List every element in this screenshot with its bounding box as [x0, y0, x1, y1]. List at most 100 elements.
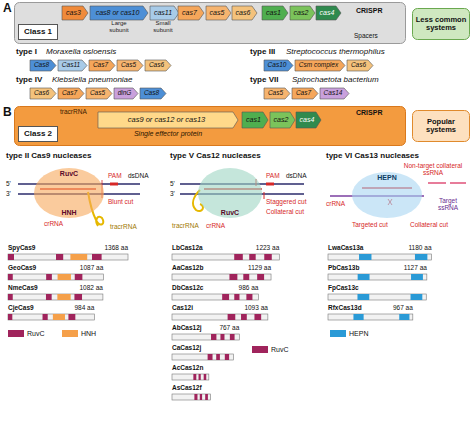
- label: 967 aa: [393, 304, 413, 311]
- gene-arrow: Cas6: [347, 60, 373, 71]
- label: tracrRNA: [110, 223, 137, 230]
- node-text: Cas8: [144, 90, 159, 97]
- legend-text: RuvC: [27, 330, 45, 337]
- label: type I: [16, 48, 37, 57]
- protein-bar: [172, 274, 271, 280]
- label: Klebsiella pneumoniae: [52, 76, 133, 85]
- gene-arrow: cas2: [270, 112, 295, 128]
- label: crRNA: [44, 220, 63, 227]
- class-box: Class 2: [18, 126, 58, 142]
- label: type VI Cas13 nucleases: [326, 152, 419, 161]
- nucleic-acid: [266, 183, 274, 186]
- label: type V Cas12 nucleases: [170, 152, 261, 161]
- node-text: cas6: [236, 9, 251, 16]
- node-text: Cas7: [296, 90, 311, 97]
- legend-item: RuvC: [8, 330, 45, 337]
- label: Small subunit: [148, 20, 178, 33]
- label: CRISPR: [356, 7, 382, 15]
- protein-bar: [8, 314, 94, 320]
- label: AaCas12b: [172, 264, 203, 271]
- node-text: cas3: [66, 9, 81, 16]
- domain: [222, 294, 229, 300]
- label: AcCas12n: [172, 364, 203, 371]
- domain: [56, 254, 63, 260]
- gene-arrow: cas9 or cas12 or cas13: [98, 112, 238, 128]
- gene-arrow: cas4: [296, 112, 321, 128]
- label: 3': [170, 190, 175, 197]
- label: AbCas12j: [172, 324, 202, 331]
- label: Collateral cut: [266, 208, 304, 215]
- legend-text: RuvC: [271, 346, 289, 353]
- domain: [199, 374, 201, 380]
- domain: [264, 254, 272, 260]
- node-text: cas9 or cas12 or cas13: [128, 116, 206, 124]
- gene-arrow: cas11: [150, 6, 179, 20]
- domain: [241, 314, 247, 320]
- gene-arrow: Cas5: [264, 88, 290, 99]
- gene-arrow: Csm complex: [295, 60, 345, 71]
- protein-bar: [328, 294, 426, 300]
- label: NmeCas9: [8, 284, 38, 291]
- node-text: dinG: [118, 90, 132, 97]
- node-text: Cas10: [268, 62, 287, 69]
- legend-swatch: [330, 330, 346, 337]
- protein-bar: [172, 254, 279, 260]
- label: LbCas12a: [172, 244, 203, 251]
- domain: [411, 294, 423, 300]
- node-text: Cas6: [149, 62, 164, 69]
- domain: [194, 394, 197, 400]
- protein-bar: [172, 334, 239, 340]
- label: 1180 aa: [408, 244, 431, 251]
- domain: [43, 314, 48, 320]
- legend-swatch: [252, 346, 268, 353]
- legend-swatch: [8, 330, 24, 337]
- gene-arrow: cas5: [206, 6, 231, 20]
- label: type VII: [250, 76, 278, 85]
- domain: [92, 254, 102, 260]
- gene-arrow: cas7: [178, 6, 204, 20]
- domain: [249, 254, 255, 260]
- label: 5': [170, 180, 175, 187]
- label: Cas12i: [172, 304, 193, 311]
- label: 1127 aa: [404, 264, 427, 271]
- label: A: [3, 2, 12, 15]
- gene-arrow: cas6: [232, 6, 257, 20]
- domain: [234, 294, 239, 300]
- gene-arrow: cas3: [62, 6, 88, 20]
- label: 1082 aa: [79, 284, 103, 291]
- system-box: Popular systems: [412, 110, 470, 142]
- node-text: Cas7: [62, 90, 77, 97]
- gene-arrow: Cas7: [89, 60, 115, 71]
- domain: [200, 394, 202, 400]
- domain: [68, 314, 75, 320]
- node-text: Cas11: [62, 62, 80, 69]
- protein-bar: [328, 254, 432, 260]
- label: crRNA: [206, 222, 225, 229]
- label: Staggered cut: [266, 198, 306, 205]
- domain: [8, 314, 12, 320]
- label: CRISPR: [356, 109, 382, 117]
- label: PAM: [266, 172, 280, 179]
- protein-blob: HEPN: [352, 172, 422, 218]
- node-text: cas4: [320, 9, 335, 16]
- domain: [70, 254, 87, 260]
- node-text: cas1: [246, 116, 261, 123]
- class-band: cas3cas8 or cas10cas11cas7cas5cas6cas1ca…: [14, 2, 406, 44]
- label: tracrRNA: [60, 108, 87, 115]
- domain: [358, 274, 370, 280]
- gene-arrow: Cas5: [86, 88, 112, 99]
- label: 986 aa: [239, 284, 259, 291]
- node-text: cas7: [182, 9, 197, 16]
- label: Targeted cut: [352, 221, 388, 228]
- label: PbCas13b: [328, 264, 359, 271]
- legend-item: RuvC: [252, 346, 289, 353]
- label: 1093 aa: [244, 304, 268, 311]
- node-text: RuvC: [221, 209, 239, 216]
- gene-arrow: dinG: [114, 88, 138, 99]
- label: SpyCas9: [8, 244, 35, 251]
- label: dsDNA: [128, 172, 149, 179]
- node-text: cas1: [266, 9, 281, 16]
- label: Single effector protein: [98, 130, 238, 138]
- domain: [57, 294, 70, 300]
- gene-arrow: Cas11: [58, 60, 87, 71]
